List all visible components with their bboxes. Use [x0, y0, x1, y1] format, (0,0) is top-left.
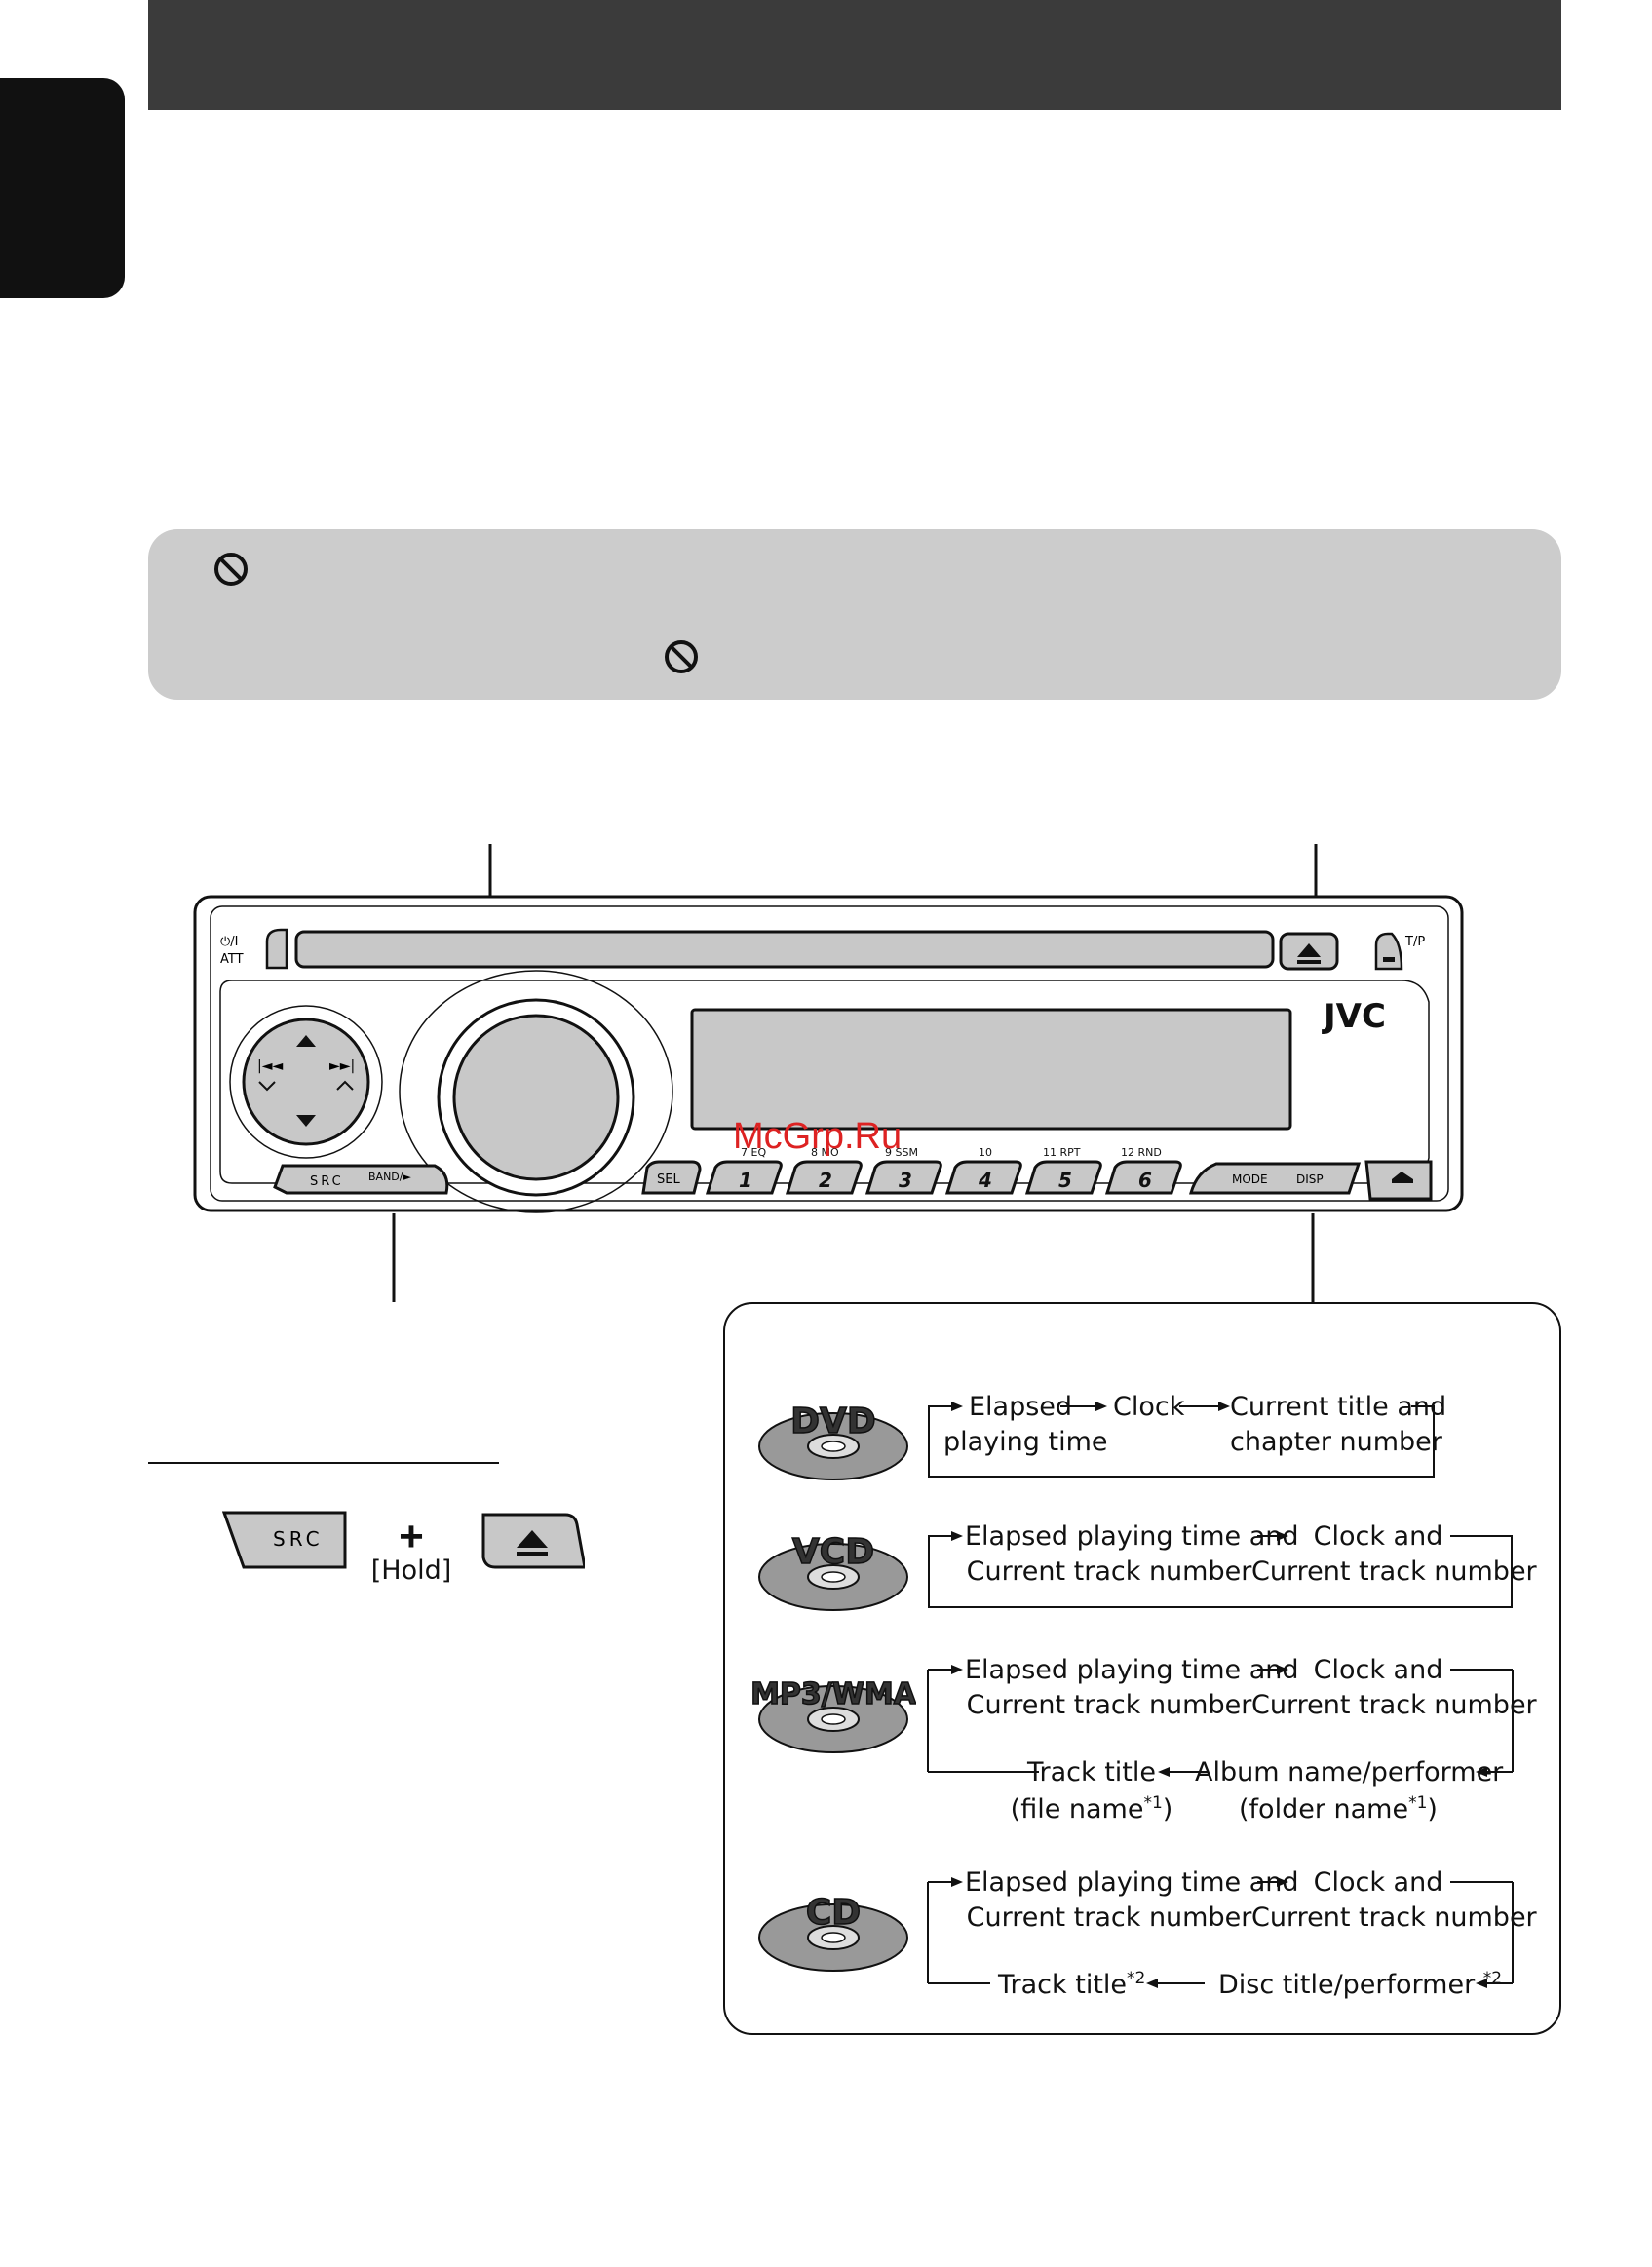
vcd-disc-icon: VCD — [758, 1531, 908, 1611]
eject-icon — [517, 1530, 548, 1548]
language-tab — [0, 78, 125, 298]
volume-knob[interactable] — [452, 1014, 620, 1181]
vcd-step-track: Current track number — [966, 1556, 1252, 1587]
plus-sign: + — [399, 1513, 424, 1560]
sel-button[interactable] — [641, 1160, 702, 1195]
car-receiver-faceplate: |◄◄ ►►| JVC ⏻/I ATT T/P 7 EQ 8 MO 9 SSM … — [193, 836, 1466, 1257]
svg-text:6: 6 — [1138, 1169, 1152, 1192]
cd-step-disc-title: Disc title/performer *2 — [1218, 1969, 1503, 2000]
cd-step-track-title: Track title*2 — [998, 1969, 1146, 2000]
svg-text:3: 3 — [899, 1169, 912, 1192]
preset-button-4[interactable] — [944, 1160, 1022, 1195]
preset-sub-10: 10 — [979, 1146, 992, 1159]
svg-text:SRC: SRC — [310, 1174, 344, 1189]
disc-slot — [294, 930, 1275, 969]
svg-text:1: 1 — [739, 1169, 752, 1192]
preset-sub-11: 11 RPT — [1043, 1146, 1081, 1159]
cd-step-elapsed: Elapsed playing time and — [965, 1867, 1299, 1898]
mp3-step-elapsed: Elapsed playing time and — [965, 1655, 1299, 1685]
svg-text:MP3/WMA: MP3/WMA — [750, 1677, 916, 1711]
preset-button-2[interactable] — [785, 1160, 863, 1195]
svg-text:BAND/►: BAND/► — [368, 1171, 411, 1183]
dvd-step-chapter: chapter number — [1230, 1427, 1442, 1457]
preset-sub-9: 9 SSM — [885, 1146, 918, 1159]
next-icon: ►►| — [329, 1058, 355, 1074]
svg-text:MODE: MODE — [1232, 1172, 1268, 1186]
preset-button-6[interactable] — [1104, 1160, 1182, 1195]
mp3-step-clock-track: Current track number — [1251, 1690, 1537, 1720]
svg-text:SRC: SRC — [273, 1527, 324, 1551]
display-window — [690, 1008, 1292, 1131]
tp-button[interactable] — [1374, 932, 1403, 971]
jvc-logo: JVC — [1322, 997, 1386, 1036]
svg-text:2: 2 — [819, 1169, 832, 1192]
cd-disc-icon: CD — [758, 1892, 908, 1972]
mp3-step-clock: Clock and — [1313, 1655, 1443, 1685]
power-button[interactable] — [265, 928, 288, 970]
src-button[interactable] — [222, 1511, 347, 1569]
cd-step-clock: Clock and — [1313, 1867, 1443, 1898]
svg-text:VCD: VCD — [792, 1532, 874, 1572]
watermark: McGrp.Ru — [733, 1116, 903, 1157]
previous-icon: |◄◄ — [257, 1058, 283, 1074]
mp3-step-track-title: Track title — [1026, 1757, 1157, 1787]
att-label: ATT — [220, 952, 244, 967]
dvd-disc-icon: DVD — [758, 1401, 908, 1480]
vcd-cycle-frame — [928, 1536, 1513, 1608]
dvd-cycle-frame — [928, 1406, 1435, 1478]
up-arrow-icon — [296, 1035, 316, 1047]
prohibited-icon — [665, 640, 698, 673]
header-bar — [148, 0, 1561, 110]
cd-step-track: Current track number — [966, 1902, 1252, 1933]
mp3-step-folder-name: (folder name*1) — [1239, 1793, 1438, 1825]
power-label: ⏻/I — [220, 935, 239, 949]
preset-sub-12: 12 RND — [1121, 1146, 1162, 1159]
control-pad[interactable] — [242, 1018, 370, 1146]
separator-line — [148, 1462, 499, 1464]
svg-text:4: 4 — [978, 1169, 992, 1192]
svg-text:5: 5 — [1058, 1169, 1072, 1192]
dvd-step-title: Current title and — [1230, 1392, 1447, 1422]
src-band-button[interactable] — [273, 1164, 449, 1195]
vcd-step-clock-track: Current track number — [1251, 1556, 1537, 1587]
preset-sub-7: 7 EQ — [741, 1146, 766, 1159]
preset-button-1[interactable] — [705, 1160, 783, 1195]
svg-text:DVD: DVD — [790, 1402, 876, 1441]
svg-text:DISP: DISP — [1296, 1172, 1324, 1186]
mode-disp-button[interactable] — [1189, 1162, 1362, 1195]
display-modes-panel — [723, 1302, 1561, 2035]
svg-text:SEL: SEL — [657, 1172, 680, 1187]
dvd-step-clock: Clock — [1113, 1392, 1185, 1422]
preset-button-5[interactable] — [1024, 1160, 1102, 1195]
src-eject-reset-figure: SRC — [222, 1511, 585, 1569]
preset-sub-8: 8 MO — [811, 1146, 839, 1159]
dvd-step-playing-time: playing time — [943, 1427, 1108, 1457]
mp3-step-album: Album name/performer — [1195, 1757, 1504, 1787]
vcd-step-elapsed: Elapsed playing time and — [965, 1521, 1299, 1552]
svg-text:CD: CD — [806, 1893, 861, 1933]
caution-box — [148, 529, 1561, 700]
down-arrow-icon — [296, 1115, 316, 1127]
mp3-step-file-name: (file name*1) — [1010, 1793, 1173, 1825]
hold-label: [Hold] — [370, 1556, 452, 1586]
prohibited-icon — [214, 553, 248, 586]
tp-label: T/P — [1404, 935, 1425, 949]
cd-step-clock-track: Current track number — [1251, 1902, 1537, 1933]
vcd-step-clock: Clock and — [1313, 1521, 1443, 1552]
dvd-step-elapsed: Elapsed — [969, 1392, 1073, 1422]
mp3-step-track: Current track number — [966, 1690, 1252, 1720]
mp3-wma-disc-icon: MP3/WMA — [750, 1676, 916, 1753]
preset-button-3[interactable] — [864, 1160, 942, 1195]
